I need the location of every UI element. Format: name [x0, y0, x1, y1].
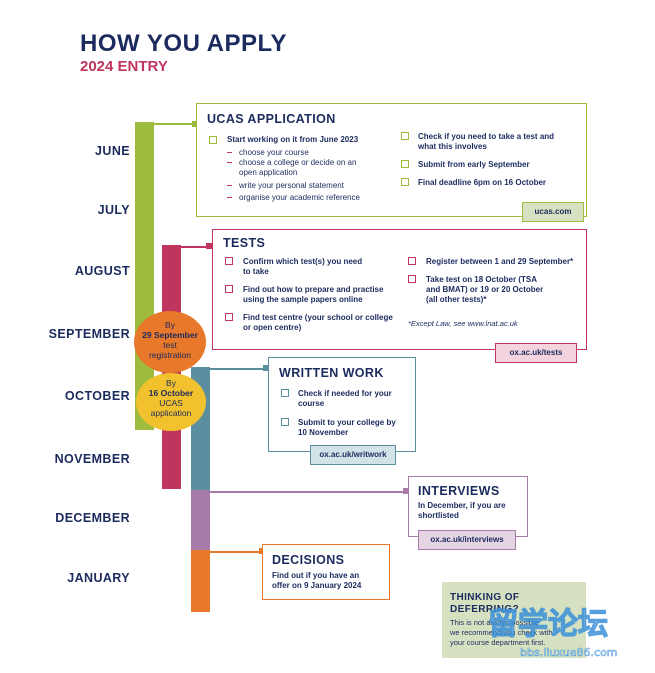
- tests-confirm-l1: Confirm which test(s) you need: [243, 257, 363, 266]
- deferring-text-l3: your course department first.: [450, 638, 546, 647]
- september-deadline-circle: By 29 September test registration: [134, 311, 206, 373]
- written-submit-checkbox[interactable]: [281, 418, 289, 426]
- written-connector: [210, 368, 266, 370]
- month-july: JULY: [97, 203, 130, 217]
- month-september: SEPTEMBER: [48, 327, 130, 341]
- decisions-box: DECISIONS Find out if you have an offer …: [262, 544, 390, 600]
- oct-circle-line1: By: [166, 378, 176, 388]
- tests-findout-checkbox[interactable]: [225, 285, 233, 293]
- ucas-application-box: UCAS APPLICATION Start working on it fro…: [196, 103, 587, 217]
- watermark-logo: 留学论坛 bbs.liuxue86.com: [487, 606, 618, 659]
- dash-icon: [227, 152, 232, 154]
- interviews-link[interactable]: ox.ac.uk/interviews: [418, 530, 516, 550]
- month-august: AUGUST: [74, 264, 130, 278]
- deferring-title-l2: DEFERRING?: [450, 604, 519, 615]
- tests-confirm-checkbox[interactable]: [225, 257, 233, 265]
- page-subtitle: 2024 ENTRY: [80, 58, 168, 75]
- written-work-link[interactable]: ox.ac.uk/writwork: [310, 445, 396, 465]
- oct-circle-line4: application: [150, 408, 192, 418]
- tests-connector-dot: [206, 243, 212, 249]
- decisions-text-l2: offer on 9 January 2024: [272, 581, 362, 590]
- tests-box: TESTS Confirm which test(s) you need to …: [212, 229, 587, 350]
- ucas-start-checkbox[interactable]: [209, 136, 217, 144]
- written-check-checkbox[interactable]: [281, 389, 289, 397]
- written-title: WRITTEN WORK: [279, 366, 384, 380]
- svg-text:bbs.liuxue86.com: bbs.liuxue86.com: [520, 646, 618, 659]
- interviews-connector: [210, 491, 406, 493]
- tests-connector: [181, 246, 209, 248]
- sept-circle-line2: 29 September: [142, 330, 198, 340]
- ucas-title: UCAS APPLICATION: [207, 112, 336, 126]
- ucas-check-test-l2: what this involves: [418, 142, 487, 151]
- ucas-check-test-l1: Check if you need to take a test and: [418, 132, 555, 141]
- month-june: JUNE: [95, 144, 130, 158]
- tests-register-text: Register between 1 and 29 September*: [426, 257, 574, 266]
- ucas-submit-checkbox[interactable]: [401, 160, 409, 168]
- oct-circle-line3: UCAS: [159, 398, 183, 408]
- ucas-link[interactable]: ucas.com: [522, 202, 584, 222]
- svg-text:留学论坛: 留学论坛: [488, 607, 608, 642]
- tests-register-checkbox[interactable]: [408, 257, 416, 265]
- october-deadline-circle: By 16 October UCAS application: [136, 373, 206, 431]
- written-connector-dot: [263, 365, 269, 371]
- interviews-text-l1: In December, if you are: [418, 501, 506, 510]
- ucas-subitem-statement: write your personal statement: [239, 181, 344, 190]
- ucas-subitem-college-cont: open application: [239, 168, 298, 177]
- interviews-text-l2: shortlisted: [418, 511, 459, 520]
- decisions-text-l1: Find out if you have an: [272, 571, 360, 580]
- tests-centre-l1: Find test centre (your school or college: [243, 313, 393, 322]
- interviews-title: INTERVIEWS: [418, 484, 500, 498]
- dash-icon: [227, 162, 232, 164]
- deferring-title-l1: THINKING OF: [450, 592, 520, 603]
- tests-findout-l1: Find out how to prepare and practise: [243, 285, 384, 294]
- deferring-text-l2: we recommend you check with: [450, 628, 553, 637]
- tests-take-l2: and BMAT) or 19 or 20 October: [426, 285, 544, 294]
- decisions-title: DECISIONS: [272, 553, 345, 567]
- decisions-timeline-bar: [191, 550, 210, 612]
- written-submit-l1: Submit to your college by: [298, 418, 396, 427]
- written-submit-l2: 10 November: [298, 428, 349, 437]
- month-november: NOVEMBER: [54, 452, 130, 466]
- written-check-l1: Check if needed for your: [298, 389, 392, 398]
- tests-centre-checkbox[interactable]: [225, 313, 233, 321]
- month-january: JANUARY: [67, 571, 130, 585]
- tests-note: *Except Law, see www.lnat.ac.uk: [408, 319, 518, 328]
- tests-take-l3: (all other tests)*: [426, 295, 487, 304]
- interviews-timeline-bar: [191, 490, 210, 550]
- dash-icon: [227, 185, 232, 187]
- tests-take-checkbox[interactable]: [408, 275, 416, 283]
- tests-centre-l2: or open centre): [243, 323, 302, 332]
- month-december: DECEMBER: [55, 511, 130, 525]
- deferring-box: THINKING OF DEFERRING? This is not alway…: [442, 582, 586, 658]
- tests-link[interactable]: ox.ac.uk/tests: [495, 343, 577, 363]
- tests-title: TESTS: [223, 236, 266, 250]
- page-title: HOW YOU APPLY: [80, 30, 287, 57]
- ucas-connector-dot: [192, 121, 198, 127]
- ucas-deadline-text: Final deadline 6pm on 16 October: [418, 178, 547, 187]
- ucas-subitem-reference: organise your academic reference: [239, 193, 360, 202]
- tests-take-l1: Take test on 18 October (TSA: [426, 275, 537, 284]
- tests-findout-l2: using the sample papers online: [243, 295, 363, 304]
- interviews-box: INTERVIEWS In December, if you are short…: [408, 476, 528, 537]
- oct-circle-line2: 16 October: [148, 388, 194, 398]
- ucas-connector: [154, 123, 196, 125]
- month-october: OCTOBER: [64, 389, 130, 403]
- written-check-l2: course: [298, 399, 325, 408]
- decisions-connector: [210, 551, 262, 553]
- ucas-subitem-college: choose a college or decide on an: [239, 158, 357, 167]
- dash-icon: [227, 197, 232, 199]
- written-work-box: WRITTEN WORK Check if needed for your co…: [268, 357, 416, 452]
- sept-circle-line4: registration: [148, 350, 192, 360]
- ucas-deadline-checkbox[interactable]: [401, 178, 409, 186]
- sept-circle-line3: test: [163, 340, 177, 350]
- ucas-check-test-checkbox[interactable]: [401, 132, 409, 140]
- sept-circle-line1: By: [165, 320, 175, 330]
- deferring-text-l1: This is not always possible: [450, 618, 539, 627]
- ucas-submit-text: Submit from early September: [418, 160, 530, 169]
- interviews-connector-dot: [403, 488, 409, 494]
- ucas-subitem-course: choose your course: [239, 148, 309, 157]
- tests-confirm-l2: to take: [243, 267, 269, 276]
- ucas-start-text: Start working on it from June 2023: [227, 135, 359, 144]
